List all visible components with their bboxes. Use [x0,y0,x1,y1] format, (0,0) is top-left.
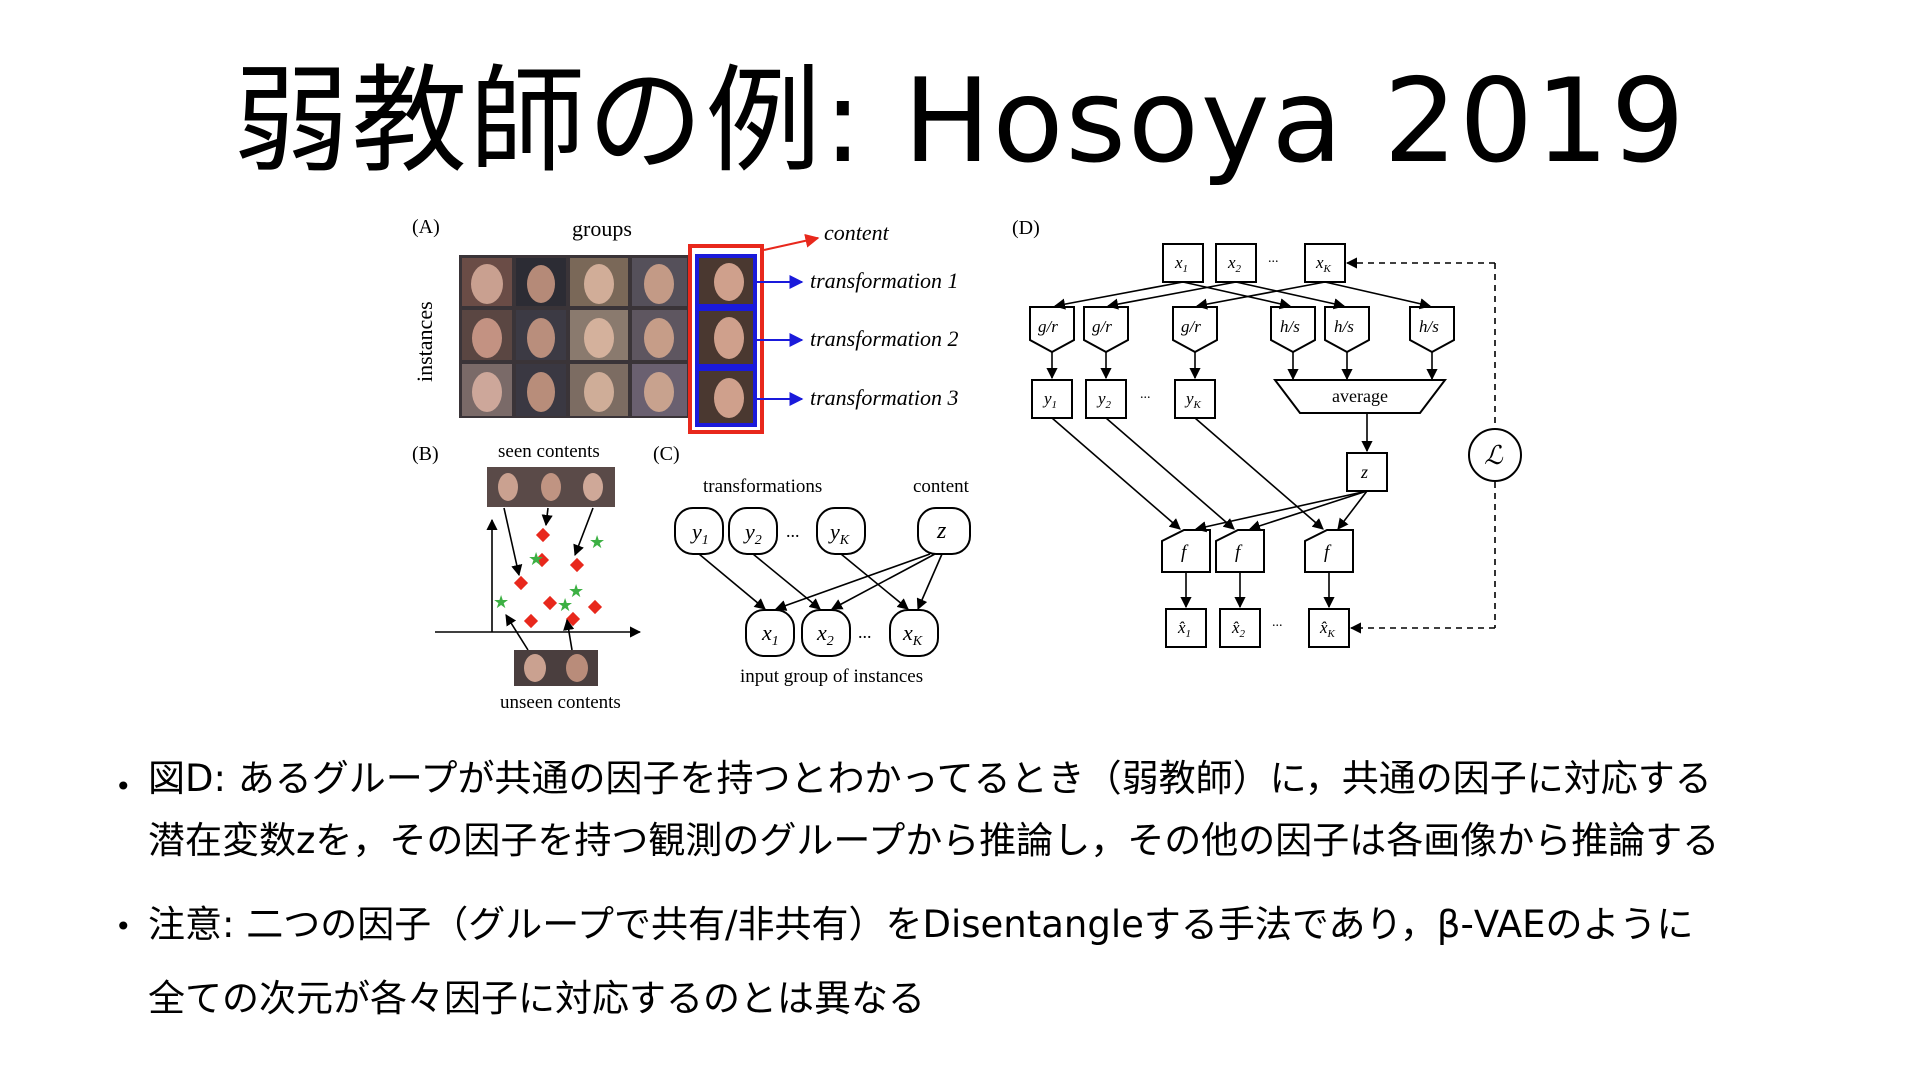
gr-label-3: g/r [1181,317,1201,336]
c-z-node: z [936,518,947,544]
panel-b-label: (B) [412,443,439,465]
input-group-label: input group of instances [740,666,923,687]
gr-encoders: g/r g/r g/r [1029,306,1218,354]
svg-text:★: ★ [568,581,584,601]
bullet-marker-1: • [115,770,132,803]
panel-d-label: (D) [1012,217,1040,239]
average-label: average [1332,386,1388,406]
bullet-2-line-2: 全ての次元が各々因子に対応するのとは異なる [148,977,925,1020]
loss-node [1468,428,1522,482]
slide-title: 弱教師の例: Hosoya 2019 [233,54,1687,189]
bullet-2: 注意: 二つの因子（グループで共有/非共有）をDisentangleする手法であ… [148,888,1908,1036]
content-label-a: content [824,220,890,245]
panel-d: (D) x1 x2 xK ... g/r g/r g/r h/s h/s h/s [1012,217,1522,648]
bullet-1-line-1: 図D: あるグループが共通の因子を持つとわかってるとき（弱教師）に，共通の因子に… [148,757,1712,800]
decoders: f f f [1161,529,1354,573]
d-xhat-ellipsis: ... [1272,615,1283,630]
panel-a-label: (A) [412,216,440,238]
svg-text:★: ★ [493,592,509,612]
d-z-node [1346,452,1388,492]
d-x2-node: x2 [1227,253,1242,275]
c-x-ellipsis: ... [858,622,872,642]
loss-label: ℒ [1484,441,1504,470]
transformation-1-label: transformation 1 [810,268,959,293]
d-xhatk-node: x̂K [1319,618,1336,640]
bullet-1-line-2: 潜在変数zを，その因子を持つ観測のグループから推論し，その他の因子は各画像から推… [148,819,1720,862]
hs-label-2: h/s [1334,317,1354,336]
content-column [688,244,764,434]
c-y-ellipsis: ... [786,521,800,541]
transformations-label: transformations [703,476,822,497]
c-x1-node: x1 [761,620,779,649]
c-xk-node: xK [902,620,923,649]
green-markers: ★ ★ ★ ★ ★ [493,532,605,615]
transformation-3-label: transformation 3 [810,385,959,410]
d-x-ellipsis: ... [1268,251,1279,266]
bullet-2-line-1: 注意: 二つの因子（グループで共有/非共有）をDisentangleする手法であ… [148,903,1694,946]
f-label-1: f [1181,542,1189,563]
panel-c: (C) transformations content y1 y2 yK ...… [653,443,971,687]
bullet-marker-2: • [115,910,132,943]
seen-contents-label: seen contents [498,441,600,462]
c-yk-node: yK [828,519,850,548]
gr-label-1: g/r [1038,317,1058,336]
d-y-ellipsis: ... [1140,387,1151,402]
svg-text:★: ★ [528,549,544,569]
d-yk-node: yK [1184,389,1202,411]
c-y1-node: y1 [690,519,709,548]
instances-label: instances [412,301,437,382]
d-xhat2-node: x̂2 [1231,618,1246,640]
f-label-2: f [1235,542,1243,563]
f-label-3: f [1324,542,1332,563]
average-node [1272,379,1448,414]
gr-label-2: g/r [1092,317,1112,336]
transformation-2-label: transformation 2 [810,326,959,351]
hs-label-3: h/s [1419,317,1439,336]
panel-a: (A) groups instances [412,216,959,434]
hs-label-1: h/s [1280,317,1300,336]
c-x2-node: x2 [816,620,834,649]
unseen-contents-label: unseen contents [500,692,621,713]
face-grid [459,255,689,418]
c-y2-node: y2 [743,519,762,548]
d-x1-node: x1 [1174,253,1188,275]
bullet-1: 図D: あるグループが共通の因子を持つとわかってるとき（弱教師）に，共通の因子に… [148,748,1908,872]
hs-encoders: h/s h/s h/s [1270,306,1455,354]
panel-b: (B) seen contents ★ ★ ★ ★ ★ [412,441,642,713]
svg-text:★: ★ [589,532,605,552]
content-label-c: content [913,476,970,497]
groups-label: groups [572,216,632,241]
panel-c-label: (C) [653,443,680,465]
d-y1-node: y1 [1042,389,1057,411]
figure: (A) groups instances [412,216,1522,713]
svg-text:★: ★ [557,595,573,615]
d-xk-node: xK [1315,253,1332,275]
d-y2-node: y2 [1096,389,1112,411]
d-xhat1-node: x̂1 [1177,618,1191,640]
d-z-label: z [1360,462,1368,482]
